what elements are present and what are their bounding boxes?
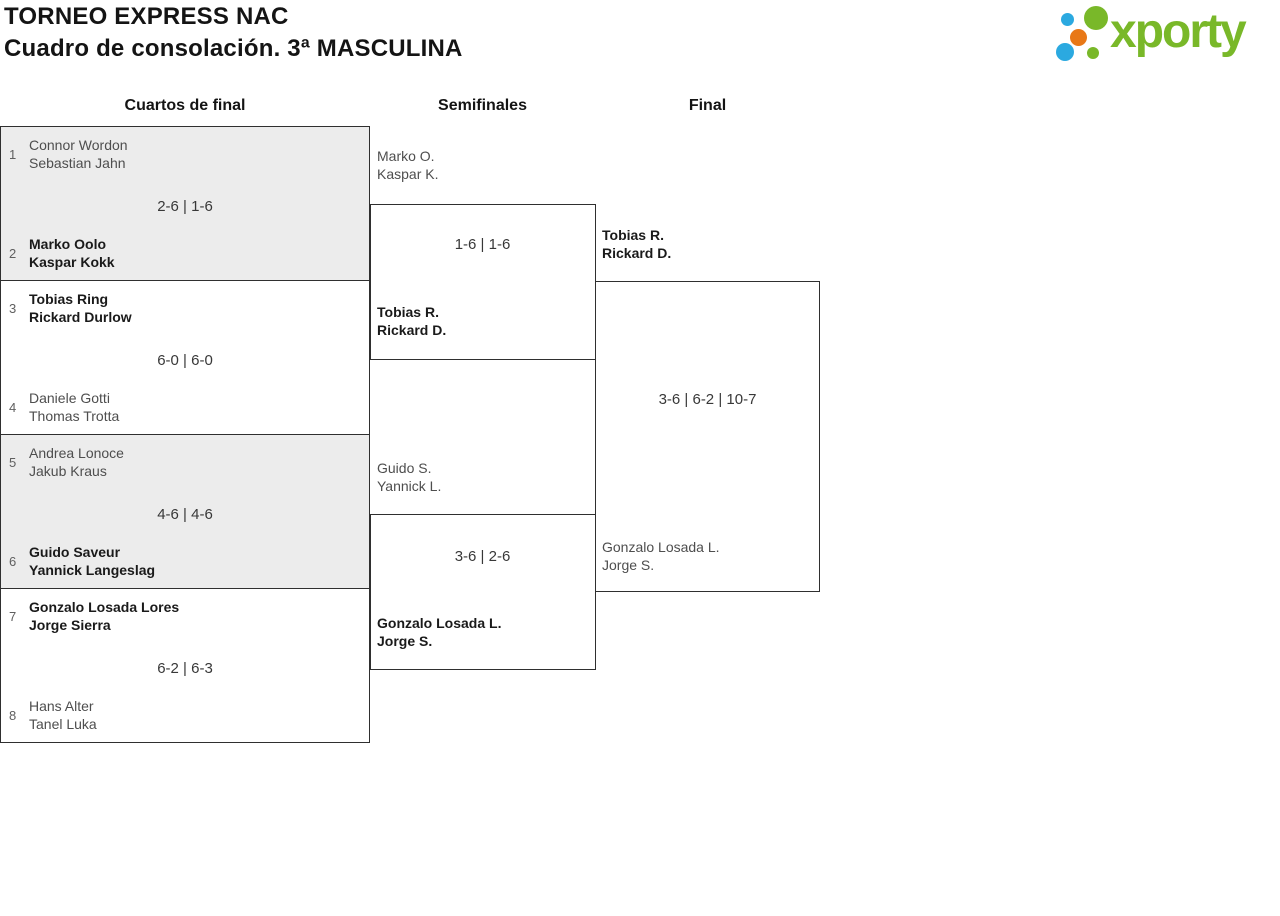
seed-number: 6 [9, 553, 17, 569]
round-header-final: Final [688, 97, 727, 114]
tournament-name: TORNEO EXPRESS NAC [4, 3, 289, 30]
team-row: 6 Guido Saveur Yannick Langeslag [9, 543, 155, 579]
sf1-top-team: Marko O. Kaspar K. [377, 148, 439, 182]
match-final-box [595, 281, 820, 592]
team-names: Connor Wordon Sebastian Jahn [29, 137, 128, 171]
seed-number: 7 [9, 608, 17, 624]
match-sf2-box [370, 514, 596, 670]
team-names: Hans Alter Tanel Luka [29, 698, 97, 732]
round-header-quarterfinals: Cuartos de final [124, 97, 246, 114]
seed-number: 1 [9, 146, 17, 162]
match-score: 6-0 | 6-0 [157, 352, 213, 369]
round-header-semifinals: Semifinales [438, 97, 527, 114]
final-bottom-team: Gonzalo Losada L. Jorge S. [602, 539, 720, 573]
final-top-team-winner: Tobias R. Rickard D. [602, 227, 672, 261]
seed-number: 3 [9, 300, 17, 316]
team-row: 3 Tobias Ring Rickard Durlow [9, 290, 132, 326]
team-row: 1 Connor Wordon Sebastian Jahn [9, 136, 128, 172]
team-names-winner: Tobias Ring Rickard Durlow [29, 291, 132, 325]
team-names-winner: Gonzalo Losada Lores Jorge Sierra [29, 599, 180, 633]
sf2-top-team: Guido S. Yannick L. [377, 460, 442, 494]
logo-dot-blue-medium-icon [1056, 43, 1074, 61]
team-names: Daniele Gotti Thomas Trotta [29, 390, 120, 424]
match-qf2: 3 Tobias Ring Rickard Durlow 6-0 | 6-0 4… [0, 280, 370, 435]
final-score: 3-6 | 6-2 | 10-7 [658, 391, 757, 408]
team-names-winner: Guido Saveur Yannick Langeslag [29, 544, 156, 578]
sf2-score: 3-6 | 2-6 [454, 548, 511, 565]
page-title: TORNEO EXPRESS NAC Cuadro de consolación… [4, 1, 463, 65]
match-qf4: 7 Gonzalo Losada Lores Jorge Sierra 6-2 … [0, 588, 370, 743]
seed-number: 4 [9, 399, 17, 415]
match-score: 6-2 | 6-3 [157, 660, 213, 677]
quarterfinals-column: 1 Connor Wordon Sebastian Jahn 2-6 | 1-6… [0, 126, 370, 743]
sf1-score: 1-6 | 1-6 [454, 236, 511, 253]
match-qf3: 5 Andrea Lonoce Jakub Kraus 4-6 | 4-6 6 … [0, 434, 370, 589]
logo-dot-orange-icon [1070, 29, 1087, 46]
logo-wordmark: xporty [1110, 5, 1247, 58]
seed-number: 2 [9, 245, 17, 261]
match-score: 4-6 | 4-6 [157, 506, 213, 523]
seed-number: 8 [9, 707, 17, 723]
team-names-winner: Marko Oolo Kaspar Kokk [29, 236, 115, 270]
team-row: 5 Andrea Lonoce Jakub Kraus [9, 444, 124, 480]
team-row: 4 Daniele Gotti Thomas Trotta [9, 389, 119, 425]
team-row: 2 Marko Oolo Kaspar Kokk [9, 235, 115, 271]
seed-number: 5 [9, 454, 17, 470]
match-score: 2-6 | 1-6 [157, 198, 213, 215]
xporty-logo[interactable]: xporty [1050, 0, 1280, 72]
sf1-bottom-team-winner: Tobias R. Rickard D. [377, 304, 447, 338]
bracket-subtitle: Cuadro de consolación. 3ª MASCULINA [4, 35, 463, 62]
logo-dot-green-small-icon [1087, 47, 1099, 59]
logo-dot-green-large-icon [1084, 6, 1108, 30]
match-qf1: 1 Connor Wordon Sebastian Jahn 2-6 | 1-6… [0, 126, 370, 281]
logo-dot-blue-small-icon [1061, 13, 1074, 26]
team-names: Andrea Lonoce Jakub Kraus [29, 445, 124, 479]
sf2-bottom-team-winner: Gonzalo Losada L. Jorge S. [377, 615, 502, 649]
team-row: 7 Gonzalo Losada Lores Jorge Sierra [9, 598, 179, 634]
team-row: 8 Hans Alter Tanel Luka [9, 697, 97, 733]
